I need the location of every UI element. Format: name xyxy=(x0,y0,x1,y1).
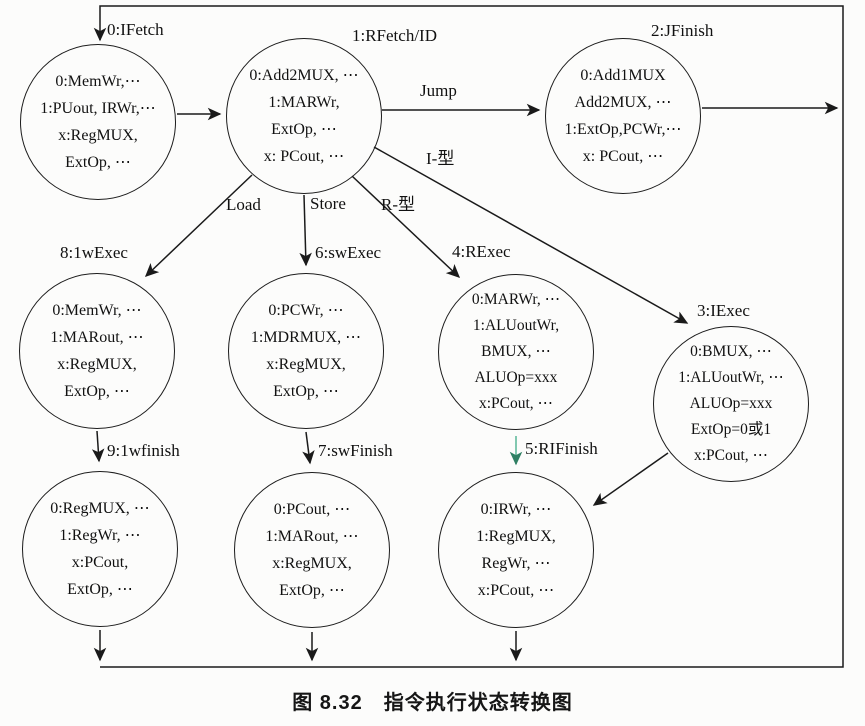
state-3-label: 3:IExec xyxy=(697,301,750,320)
edge-swexec-to-swfinish xyxy=(302,431,315,465)
edge-itype-rfetch-to-iexec xyxy=(373,146,689,324)
state-line: x:RegMUX, xyxy=(272,555,352,572)
state-5-rifinish: 0:IRWr, ⋯ 1:RegMUX, RegWr, ⋯ x:PCout, ⋯ xyxy=(438,472,594,628)
state-line: ExtOp, ⋯ xyxy=(65,154,131,171)
edge-label-itype: I-型 xyxy=(426,149,455,168)
state-line: ExtOp, ⋯ xyxy=(273,383,339,400)
edge-iexec-to-rifinish xyxy=(592,452,669,506)
state-0-label: 0:IFetch xyxy=(107,20,164,39)
state-line: 1:MARWr, xyxy=(268,94,340,111)
edge-store-rfetch-to-swexec xyxy=(299,194,312,267)
state-9-lwfinish: 0:RegMUX, ⋯ 1:RegWr, ⋯ x:PCout, ExtOp, ⋯ xyxy=(22,471,178,627)
state-8-label: 8:1wExec xyxy=(60,243,128,262)
edge-loop-back-to-ifetch xyxy=(93,5,844,668)
state-6-swexec: 0:PCWr, ⋯ 1:MDRMUX, ⋯ x:RegMUX, ExtOp, ⋯ xyxy=(228,273,384,429)
state-1-rfetch-id: 0:Add2MUX, ⋯ 1:MARWr, ExtOp, ⋯ x: PCout,… xyxy=(226,38,382,194)
state-6-label: 6:swExec xyxy=(315,243,382,262)
state-line: 0:PCWr, ⋯ xyxy=(268,302,344,319)
state-line: ExtOp=0或1 xyxy=(690,421,772,438)
edge-load-rfetch-to-lwexec xyxy=(144,174,253,277)
state-0-ifetch: 0:MemWr,⋯ 1:PUout, IRWr,⋯ x:RegMUX, ExtO… xyxy=(20,44,176,200)
state-line: x: PCout, ⋯ xyxy=(582,148,664,165)
state-line: 1:MARout, ⋯ xyxy=(50,329,144,346)
state-line: x:RegMUX, xyxy=(266,356,346,373)
edge-label-jump: Jump xyxy=(420,81,457,100)
state-line: x:PCout, ⋯ xyxy=(693,447,769,464)
state-line: x:RegMUX, xyxy=(58,127,138,144)
state-line: 1:MDRMUX, ⋯ xyxy=(250,329,362,346)
edge-label-rtype: R-型 xyxy=(381,195,415,214)
state-line: 0:Add2MUX, ⋯ xyxy=(249,67,359,84)
state-7-swfinish: 0:PCout, ⋯ 1:MARout, ⋯ x:RegMUX, ExtOp, … xyxy=(234,472,390,628)
state-line: 0:MemWr,⋯ xyxy=(55,73,141,90)
state-line: x:PCout, ⋯ xyxy=(478,395,554,412)
state-line: x:PCout, ⋯ xyxy=(477,582,555,599)
state-line: 0:RegMUX, ⋯ xyxy=(50,500,150,517)
state-line: Add2MUX, ⋯ xyxy=(574,94,672,111)
state-line: 1:ALUoutWr, xyxy=(472,317,560,334)
state-line: 0:IRWr, ⋯ xyxy=(480,501,552,518)
state-7-label: 7:swFinish xyxy=(318,441,393,460)
state-line: x:RegMUX, xyxy=(57,356,137,373)
state-line: ALUOp=xxx xyxy=(474,369,558,386)
state-3-iexec: 0:BMUX, ⋯ 1:ALUoutWr, ⋯ ALUOp=xxx ExtOp=… xyxy=(653,326,809,482)
state-line: 1:MARout, ⋯ xyxy=(265,528,359,545)
state-line: 1:PUout, IRWr,⋯ xyxy=(40,100,156,117)
state-line: 0:Add1MUX xyxy=(580,67,666,84)
state-line: 1:ExtOp,PCWr,⋯ xyxy=(564,121,682,138)
edge-rtype-rfetch-to-rexec xyxy=(351,175,461,278)
state-line: 0:BMUX, ⋯ xyxy=(690,343,772,360)
state-1-label: 1:RFetch/ID xyxy=(352,26,437,45)
state-line: ExtOp, ⋯ xyxy=(271,121,337,138)
state-2-label: 2:JFinish xyxy=(651,21,714,40)
edge-label-store: Store xyxy=(310,194,346,213)
state-line: RegWr, ⋯ xyxy=(481,555,551,572)
state-9-label: 9:1wfinish xyxy=(107,441,180,460)
state-line: x: PCout, ⋯ xyxy=(263,148,345,165)
state-2-jfinish: 0:Add1MUX Add2MUX, ⋯ 1:ExtOp,PCWr,⋯ x: P… xyxy=(545,38,701,194)
state-line: BMUX, ⋯ xyxy=(481,343,551,360)
state-line: 1:ALUoutWr, ⋯ xyxy=(678,369,784,386)
state-line: ALUOp=xxx xyxy=(689,395,773,412)
state-4-rexec: 0:MARWr, ⋯ 1:ALUoutWr, BMUX, ⋯ ALUOp=xxx… xyxy=(438,274,594,430)
edge-label-load: Load xyxy=(226,195,261,214)
state-line: 0:MemWr, ⋯ xyxy=(52,302,142,319)
figure-caption: 图 8.32 指令执行状态转换图 xyxy=(292,692,573,714)
state-line: 0:PCout, ⋯ xyxy=(273,501,351,518)
state-line: ExtOp, ⋯ xyxy=(64,383,130,400)
edge-lwexec-to-lwfinish xyxy=(91,430,105,463)
state-line: ExtOp, ⋯ xyxy=(279,582,345,599)
state-line: 1:RegWr, ⋯ xyxy=(59,527,141,544)
state-line: 1:RegMUX, xyxy=(476,528,556,545)
state-4-label: 4:RExec xyxy=(452,242,511,261)
state-5-label: 5:RIFinish xyxy=(525,439,598,458)
state-line: ExtOp, ⋯ xyxy=(67,581,133,598)
state-8-lwexec: 0:MemWr, ⋯ 1:MARout, ⋯ x:RegMUX, ExtOp, … xyxy=(19,273,175,429)
state-line: x:PCout, xyxy=(71,554,129,571)
state-line: 0:MARWr, ⋯ xyxy=(471,291,561,308)
